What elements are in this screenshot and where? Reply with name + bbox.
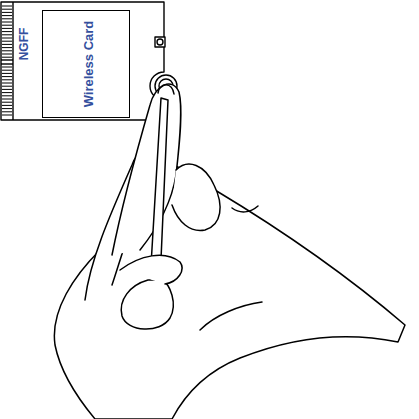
screwdriver-handle: [121, 280, 173, 329]
contact-pin: [2, 57, 12, 58]
card-label-text: NGFF: [18, 28, 30, 61]
contact-pin: [2, 38, 12, 39]
contact-pin: [2, 54, 12, 55]
card-label-text: Wireless Card: [81, 21, 94, 108]
contact-pin: [2, 99, 12, 100]
contact-pin: [2, 67, 12, 68]
contact-pin: [2, 92, 12, 93]
contact-pin: [2, 34, 12, 35]
contact-pin: [2, 83, 12, 84]
antenna-connector: [155, 37, 165, 47]
contact-pin: [2, 70, 12, 71]
contact-pin: [2, 73, 12, 74]
contact-pin: [2, 41, 12, 42]
thumb-crease: [232, 206, 258, 212]
screwdriver-shaft: [150, 98, 168, 282]
card-body: NGFF Wireless Card: [1, 2, 165, 120]
card-edge-line: [12, 2, 13, 120]
contact-pin: [2, 50, 12, 51]
contact-pin: [2, 22, 12, 23]
contact-pin: [2, 79, 12, 80]
contact-pin: [2, 105, 12, 106]
gold-fingers: [2, 6, 12, 115]
contact-pin: [2, 108, 12, 109]
card-label: Wireless Card: [42, 10, 130, 118]
contact-pin: [2, 111, 12, 112]
contact-pin: [2, 15, 12, 16]
contact-pin: [2, 76, 12, 77]
contact-pin: [2, 6, 12, 7]
contact-pin: [2, 47, 12, 48]
contact-pin: [2, 9, 12, 10]
contact-pin: [2, 18, 12, 19]
contact-pin: [2, 28, 12, 29]
antenna-connector: [157, 39, 163, 45]
contact-pin: [2, 31, 12, 32]
card-outline: [1, 2, 164, 120]
connector-notch: [1, 63, 13, 64]
connector-notch: [1, 59, 13, 60]
hand-crease: [200, 302, 262, 330]
contact-pin: [2, 25, 12, 26]
hand-palm: [54, 150, 405, 419]
contact-pin: [2, 12, 12, 13]
contact-pin: [2, 95, 12, 96]
hand-finger: [120, 255, 182, 284]
contact-pin: [2, 115, 12, 116]
contact-pin: [2, 89, 12, 90]
fingernail: [158, 85, 174, 94]
contact-pin: [2, 102, 12, 103]
contact-pin: [2, 86, 12, 87]
hand-thumb: [172, 164, 220, 230]
contact-pin: [2, 44, 12, 45]
